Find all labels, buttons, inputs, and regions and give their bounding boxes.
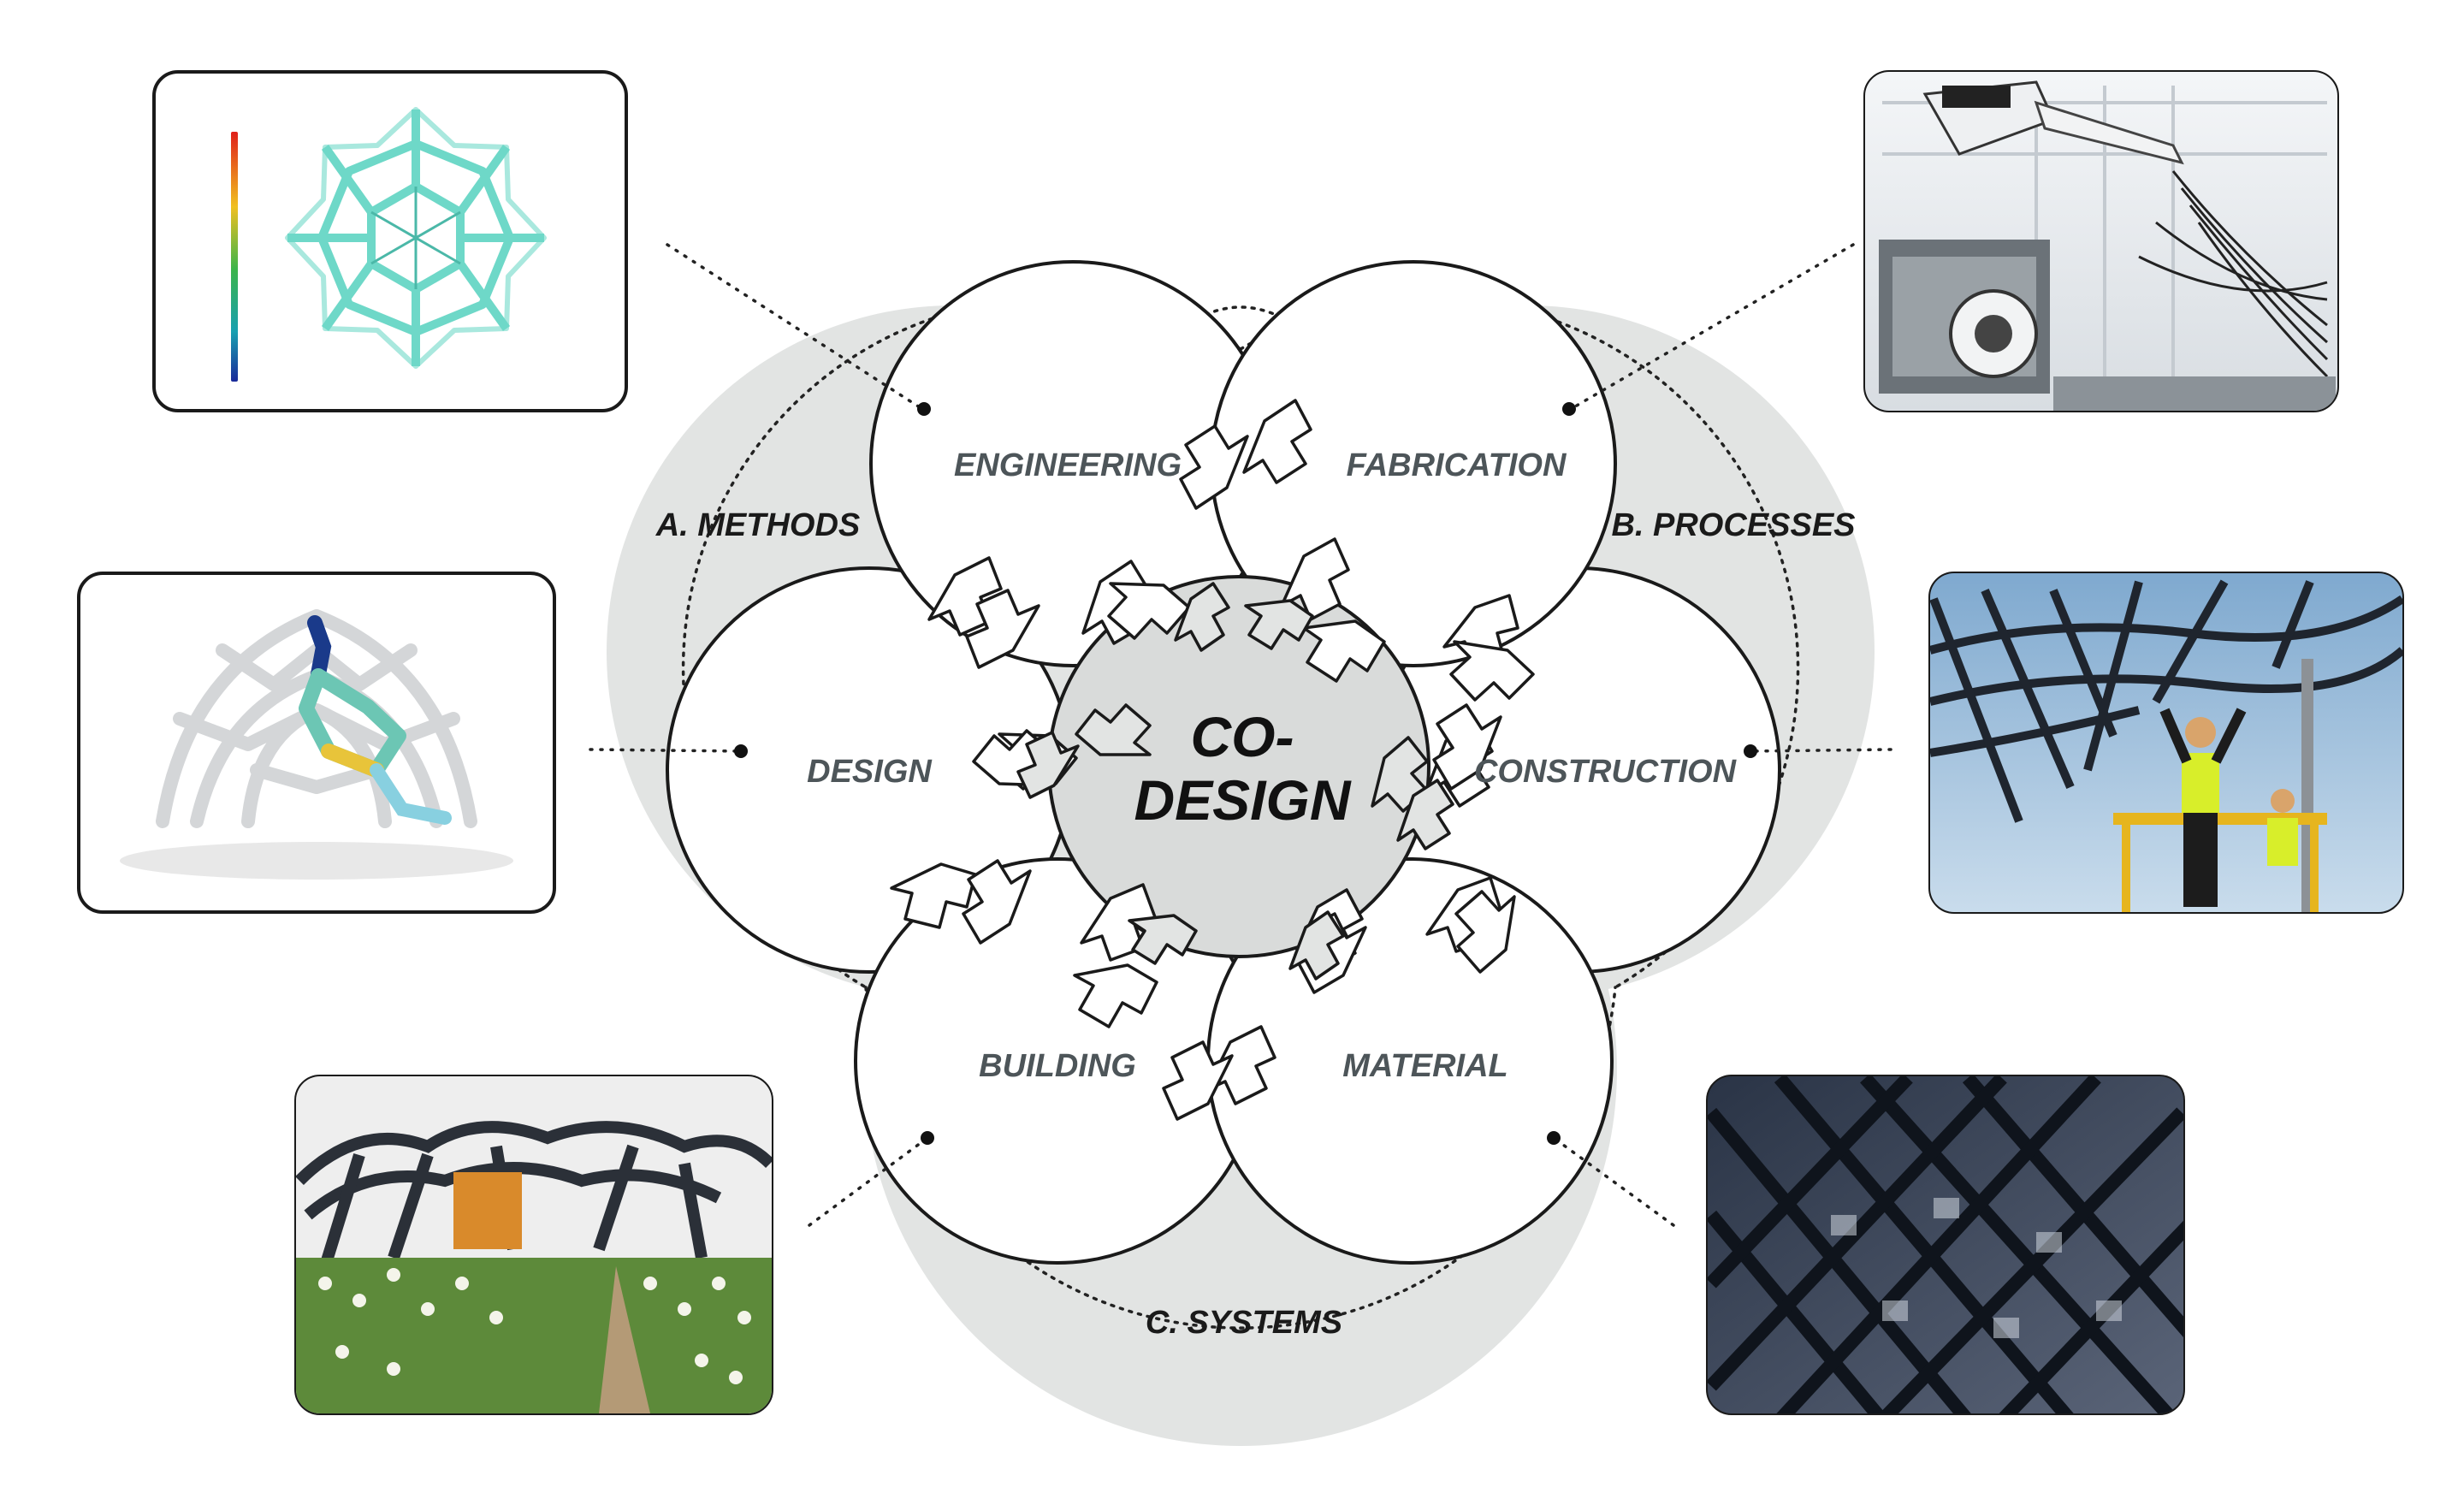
center-title-line2: DESIGN: [1134, 768, 1351, 832]
group-processes-label: B. PROCESSES: [1611, 507, 1855, 543]
engineering-analysis-image: [152, 70, 628, 412]
leader-lines: [589, 243, 1892, 1227]
group-systems-label: C. SYSTEMS: [1146, 1305, 1342, 1341]
node-engineering-label: ENGINEERING: [954, 447, 1182, 483]
group-methods-label: A. METHODS: [655, 507, 861, 543]
robotic-fabrication-photo: [1863, 70, 2339, 412]
node-fabrication-label: FABRICATION: [1347, 447, 1567, 483]
node-construction-label: CONSTRUCTION: [1474, 754, 1738, 790]
design-dome-model: [77, 572, 556, 914]
construction-site-photo: [1928, 572, 2404, 914]
connector-arrows: [890, 399, 1535, 1121]
labels: CO- DESIGN ENGINEERING FABRICATION DESIG…: [655, 447, 1856, 1341]
node-building-label: BUILDING: [979, 1048, 1136, 1084]
node-material-label: MATERIAL: [1342, 1048, 1508, 1084]
building-pavilion-photo: [294, 1075, 773, 1415]
center-title-line1: CO-: [1191, 705, 1294, 768]
carbon-fiber-material-photo: [1706, 1075, 2185, 1415]
node-design-label: DESIGN: [807, 754, 933, 790]
